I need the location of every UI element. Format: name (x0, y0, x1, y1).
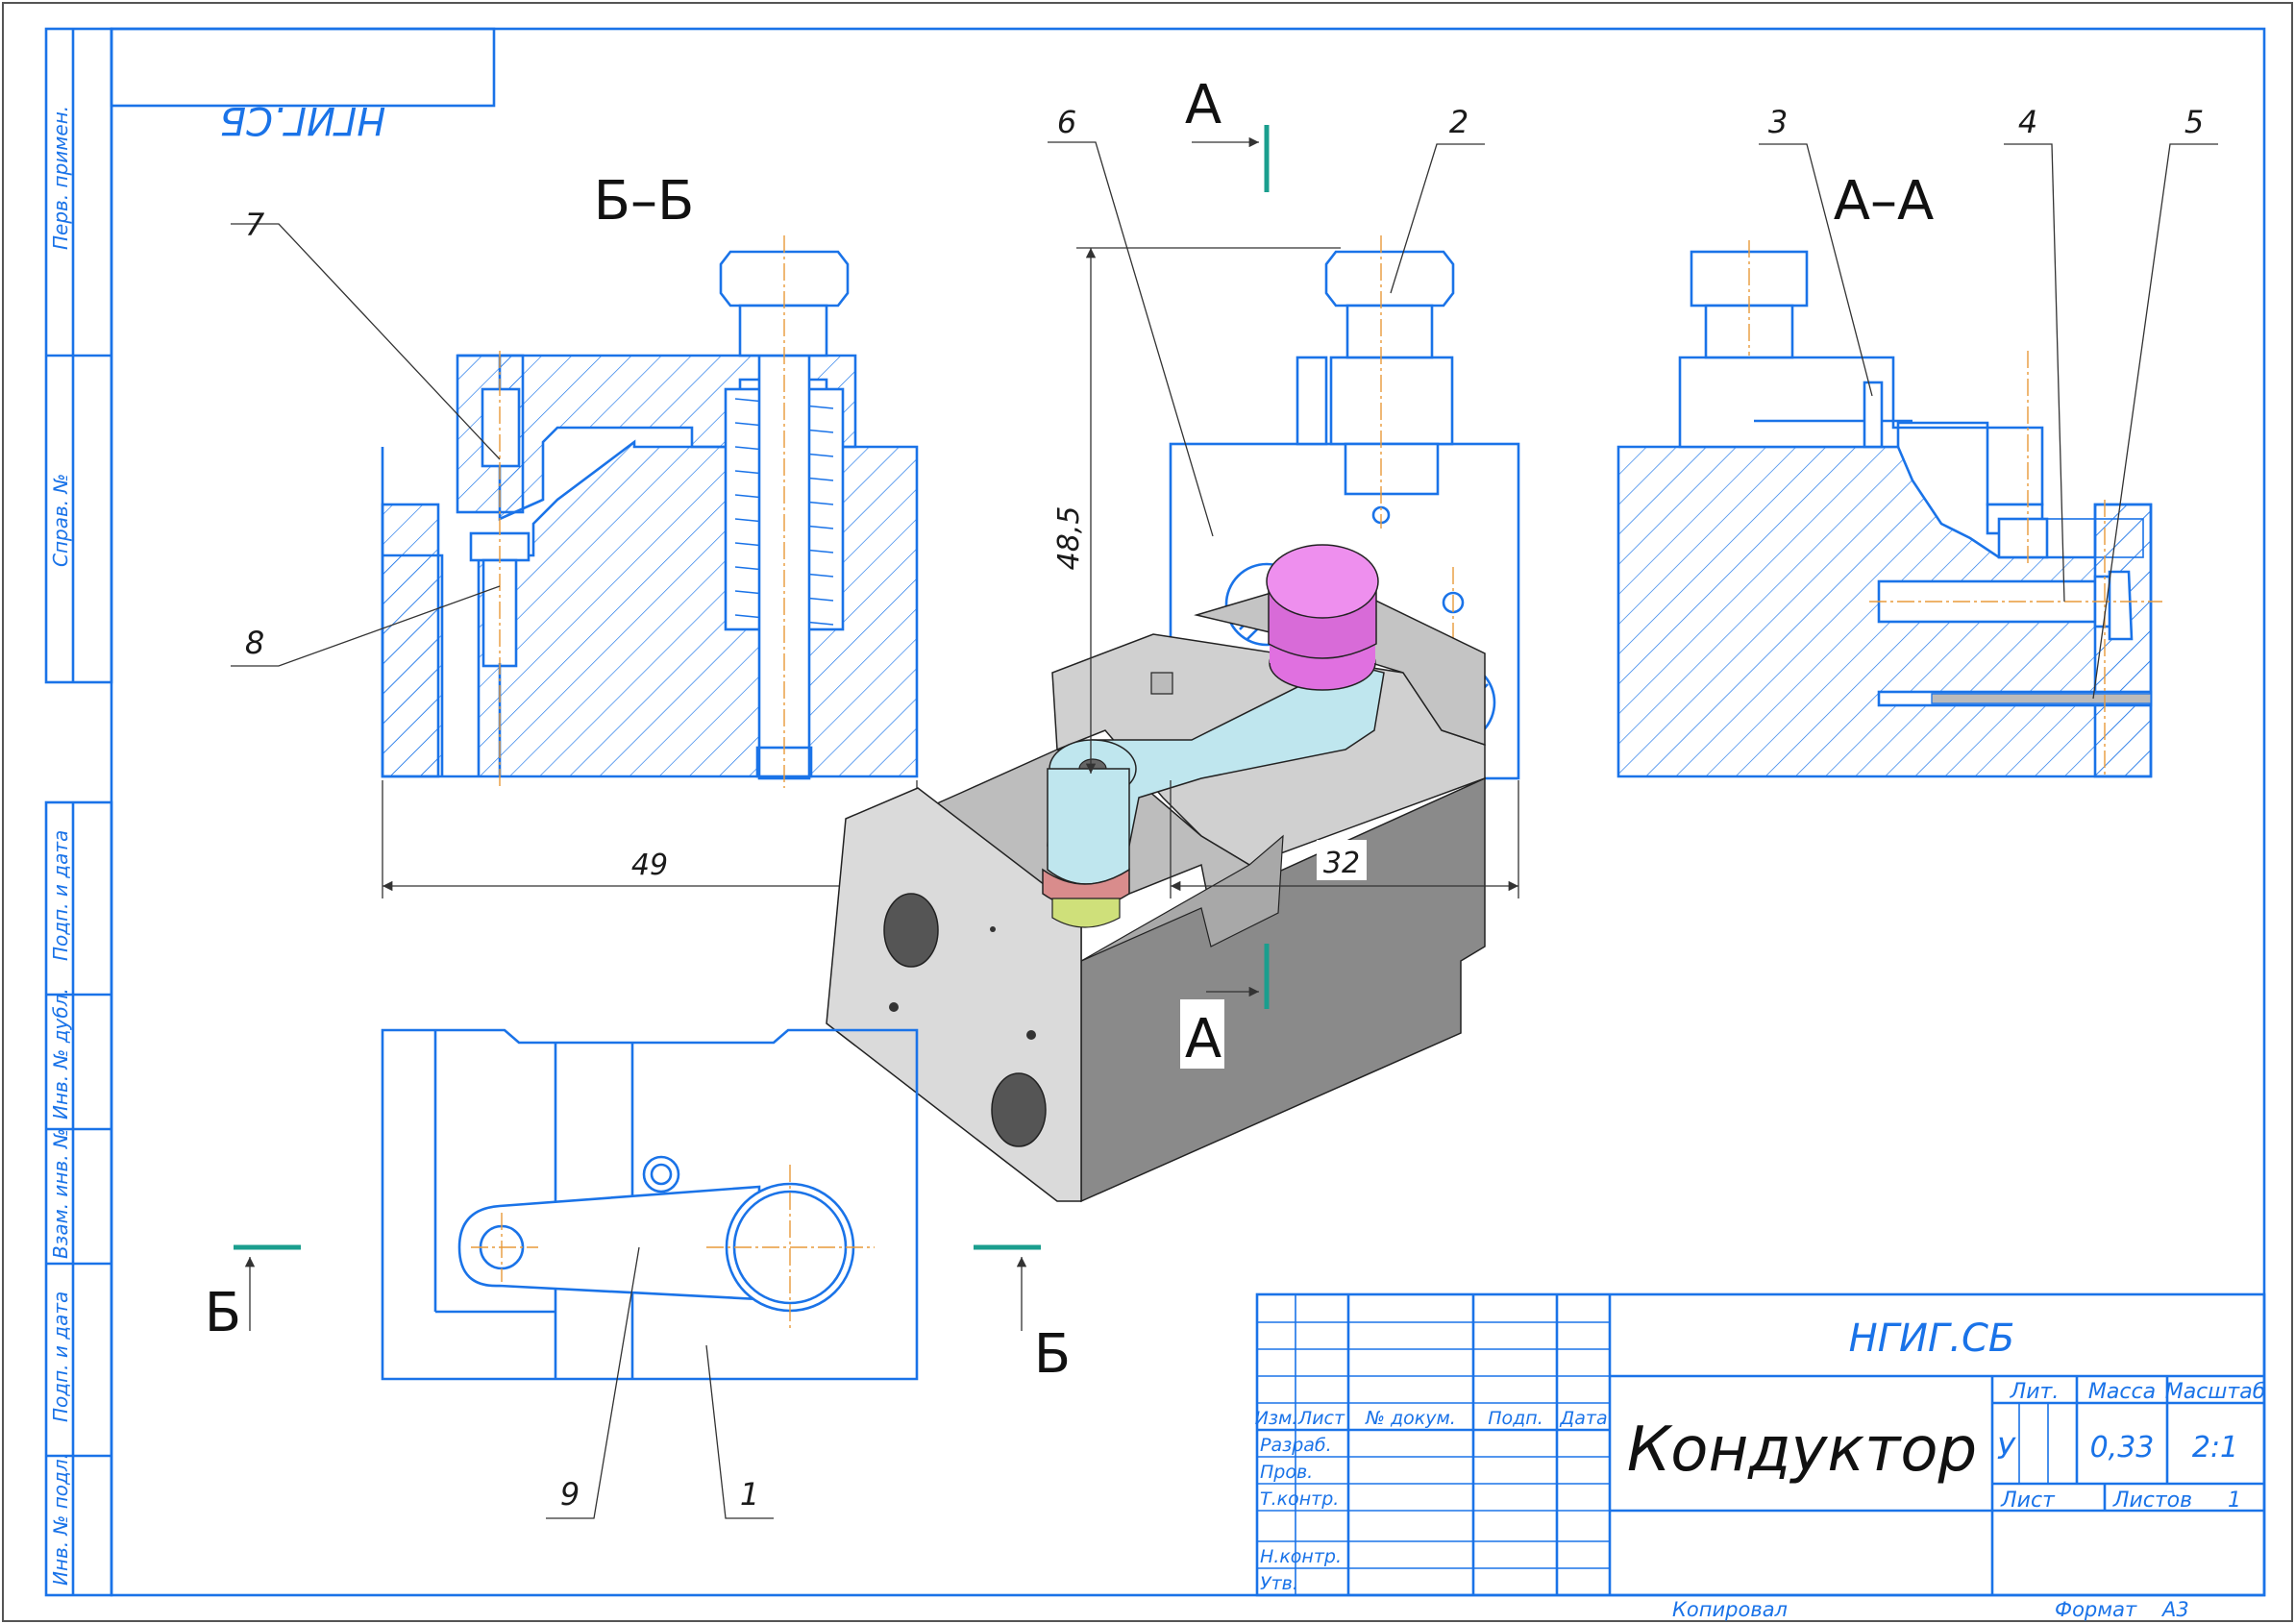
pos-9: 9 (560, 1476, 580, 1513)
cut-a-bottom-label: А (1185, 1008, 1222, 1070)
scale-header: Масштаб (2165, 1380, 2266, 1404)
side-label-inv-podl: Инв. № подл. (49, 1453, 72, 1586)
th-date: Дата (1559, 1408, 1607, 1429)
cut-a-top-label: А (1185, 74, 1222, 136)
lit-header: Лит. (2010, 1380, 2060, 1404)
format-label: Формат (2055, 1598, 2137, 1621)
top-stamp: НГИГ.СБ (110, 27, 496, 142)
role-utv: Утв. (1260, 1573, 1298, 1594)
dim-32-bg (1317, 840, 1367, 880)
dimension-49: 49 (382, 780, 918, 898)
dim-49-label: 49 (631, 849, 668, 882)
pos-3: 3 (1768, 104, 1788, 140)
side-label-podp-2: Подп. и дата (49, 1292, 72, 1422)
th-doc: № докум. (1365, 1408, 1456, 1429)
side-label-perv: Перв. примен. (49, 106, 72, 250)
cut-b-right-label: Б (1034, 1323, 1071, 1386)
pos-1: 1 (740, 1476, 759, 1513)
leader-1 (705, 1344, 774, 1519)
drawing-title: Кондуктор (1627, 1415, 1977, 1486)
copied-label: Копировал (1672, 1598, 1788, 1621)
lit-value: У (1997, 1433, 2016, 1466)
pos-8: 8 (245, 625, 264, 661)
section-b-b: Б–Б 7 8 (231, 170, 919, 788)
section-a-a-title: А–А (1834, 170, 1935, 233)
leader-5 (2092, 143, 2218, 700)
designation: НГИГ.СБ (1849, 1316, 2015, 1361)
cut-b-left-label: Б (205, 1282, 241, 1344)
left-margin-strip: Перв. примен. Справ. № Подп. и дата Инв.… (44, 27, 113, 1597)
role-razrab: Разраб. (1260, 1435, 1332, 1456)
title-block: Изм. Лист № докум. Подп. Дата Разраб. Пр… (1255, 1292, 2266, 1597)
dimension-48-5: 48,5 (1052, 247, 1341, 774)
top-stamp-text: НГИГ.СБ (220, 98, 386, 142)
format-value: А3 (2160, 1598, 2189, 1621)
sheets-count: 1 (2228, 1489, 2241, 1513)
side-label-sprav: Справ. № (49, 474, 72, 567)
cut-marker-b: Б Б (205, 1244, 1071, 1386)
pos-7: 7 (245, 207, 265, 243)
leader-9 (546, 1246, 640, 1519)
leader-6 (1048, 141, 1214, 537)
dimension-32: 32 (1170, 780, 1519, 898)
side-label-vzam: Взам. инв. № (49, 1128, 72, 1259)
section-b-b-title: Б–Б (594, 170, 695, 233)
dim-48-5-label: 48,5 (1052, 506, 1086, 571)
leader-2 (1390, 143, 1485, 294)
section-a-a: А–А 3 4 5 (1616, 104, 2218, 778)
role-tkontr: Т.контр. (1260, 1489, 1339, 1510)
pos-6: 6 (1057, 104, 1076, 140)
leader-3 (1759, 143, 1873, 397)
leader-4 (2004, 143, 2065, 603)
mass-value: 0,33 (2090, 1431, 2155, 1464)
scale-value: 2:1 (2192, 1431, 2238, 1464)
sheet-label: Лист (2000, 1489, 2056, 1513)
th-izm: Изм. (1255, 1408, 1298, 1429)
cut-marker-a: А А (1180, 74, 1270, 1070)
th-list: Лист (1297, 1408, 1345, 1429)
role-nkontr: Н.контр. (1260, 1546, 1342, 1567)
cap-part (1266, 544, 1379, 691)
role-prov: Пров. (1260, 1462, 1313, 1483)
plan-view: 9 1 (381, 1028, 919, 1519)
mass-header: Масса (2088, 1380, 2156, 1404)
side-label-inv-dubl: Инв. № дубл. (49, 988, 72, 1120)
side-label-podp-1: Подп. и дата (49, 830, 72, 961)
th-sign: Подп. (1488, 1408, 1543, 1429)
sheets-label: Листов (2112, 1489, 2192, 1513)
pos-2: 2 (1449, 104, 1468, 140)
pos-5: 5 (2184, 104, 2204, 140)
pos-4: 4 (2018, 104, 2037, 140)
dim-32-label: 32 (1323, 847, 1360, 880)
isometric-model (826, 544, 1486, 1203)
